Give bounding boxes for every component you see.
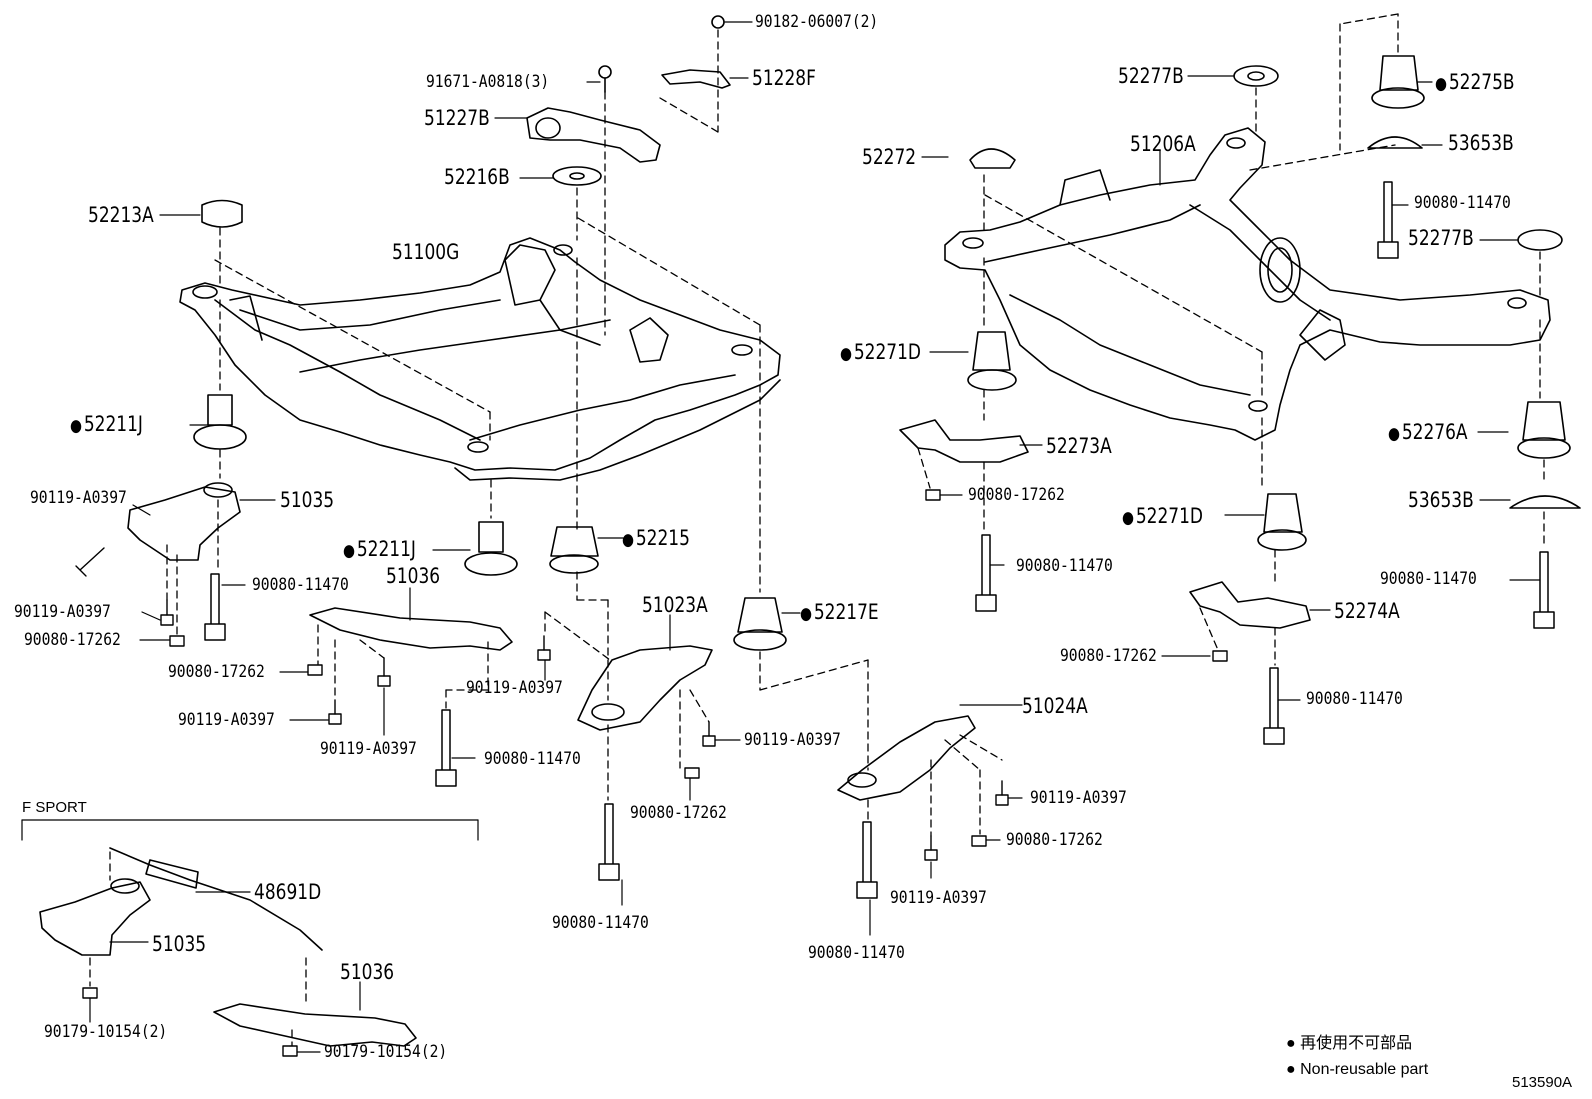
label-51035-fsport: 51035 (152, 932, 207, 956)
label-52277b-right: 52277B (1408, 226, 1474, 250)
label-52272: 52272 (862, 145, 917, 169)
label-90119-a0397-f: 90119-A0397 (744, 730, 841, 750)
label-52275b: 52275B (1435, 72, 1515, 93)
small-fasteners-drawing (75, 489, 1228, 1057)
label-90179-10154-a: 90179-10154(2) (44, 1022, 168, 1042)
label-51227b: 51227B (424, 106, 490, 130)
label-51036: 51036 (386, 564, 441, 588)
label-91671-a0818: 91671-A0818(3) (426, 72, 550, 92)
label-52213a: 52213A (88, 203, 154, 227)
label-90080-11470-d: 90080-11470 (808, 943, 905, 963)
label-90080-17262-d: 90080-17262 (1006, 830, 1103, 850)
bushings-drawing (193, 55, 1581, 651)
label-90119-a0397-g: 90119-A0397 (1030, 788, 1127, 808)
legend-dot-icon: ● (1286, 1035, 1296, 1052)
label-90080-11470-g: 90080-11470 (1380, 569, 1477, 589)
leader-lines (89, 21, 1541, 1053)
label-90119-a0397-e: 90119-A0397 (466, 678, 563, 698)
legend-dot-icon: ● (1286, 1061, 1296, 1078)
label-52217e: 52217E (800, 602, 879, 623)
front-subframe-drawing (179, 237, 781, 481)
diagram-ref-code: 513590A (1512, 1074, 1573, 1091)
legend-text-jp: 再使用不可部品 (1300, 1035, 1413, 1052)
label-90080-11470-f: 90080-11470 (1016, 556, 1113, 576)
label-52277b-top: 52277B (1118, 64, 1184, 88)
label-90080-11470-c: 90080-11470 (552, 913, 649, 933)
label-90119-a0397-a: 90119-A0397 (30, 488, 127, 508)
label-90119-a0397-b: 90119-A0397 (14, 602, 111, 622)
label-90080-17262-c: 90080-17262 (630, 803, 727, 823)
label-90182-06007: 90182-06007(2) (755, 12, 879, 32)
legend-line-2: ● Non-reusable part (1286, 1062, 1428, 1078)
label-90080-17262-f: 90080-17262 (1060, 646, 1157, 666)
label-52216b: 52216B (444, 165, 510, 189)
label-53653b-top: 53653B (1448, 131, 1514, 155)
label-51024a: 51024A (1022, 694, 1088, 718)
label-90119-a0397-h: 90119-A0397 (890, 888, 987, 908)
label-51228f: 51228F (752, 66, 816, 90)
label-90080-11470-e: 90080-11470 (1414, 193, 1511, 213)
label-90080-17262-e: 90080-17262 (968, 485, 1065, 505)
legend-text-en: Non-reusable part (1300, 1061, 1429, 1078)
legend-line-1: ● 再使用不可部品 (1286, 1036, 1412, 1052)
label-52276a: 52276A (1388, 422, 1468, 443)
label-51023a: 51023A (642, 593, 708, 617)
bolts-drawing (204, 181, 1555, 899)
label-51100g: 51100G (392, 240, 460, 264)
label-52274a: 52274A (1334, 599, 1400, 623)
rear-subframe-drawing (944, 127, 1551, 441)
label-90119-a0397-d: 90119-A0397 (320, 739, 417, 759)
label-90119-a0397-c: 90119-A0397 (178, 710, 275, 730)
label-52211j-lower: 52211J (343, 539, 416, 560)
arms-drawing (39, 482, 976, 1047)
label-53653b-lower: 53653B (1408, 488, 1474, 512)
label-52215: 52215 (622, 528, 690, 549)
label-48691d: 48691D (254, 880, 322, 904)
upper-brackets-drawing (526, 15, 731, 163)
label-90080-11470-h: 90080-11470 (1306, 689, 1403, 709)
label-90179-10154-b: 90179-10154(2) (324, 1042, 448, 1062)
fsport-group-label: F SPORT (22, 799, 87, 816)
guide-lines (89, 13, 1545, 1047)
label-51036-fsport: 51036 (340, 960, 395, 984)
label-52271d-upper: 52271D (840, 342, 921, 363)
label-51035: 51035 (280, 488, 335, 512)
label-52273a: 52273A (1046, 434, 1112, 458)
label-90080-11470-b: 90080-11470 (484, 749, 581, 769)
label-90080-17262-b: 90080-17262 (168, 662, 265, 682)
label-90080-11470-a: 90080-11470 (252, 575, 349, 595)
label-52211j-upper: 52211J (70, 414, 143, 435)
label-52271d-lower: 52271D (1122, 506, 1203, 527)
label-90080-17262-a: 90080-17262 (24, 630, 121, 650)
fsport-bracket (21, 819, 479, 841)
label-51206a: 51206A (1130, 132, 1196, 156)
